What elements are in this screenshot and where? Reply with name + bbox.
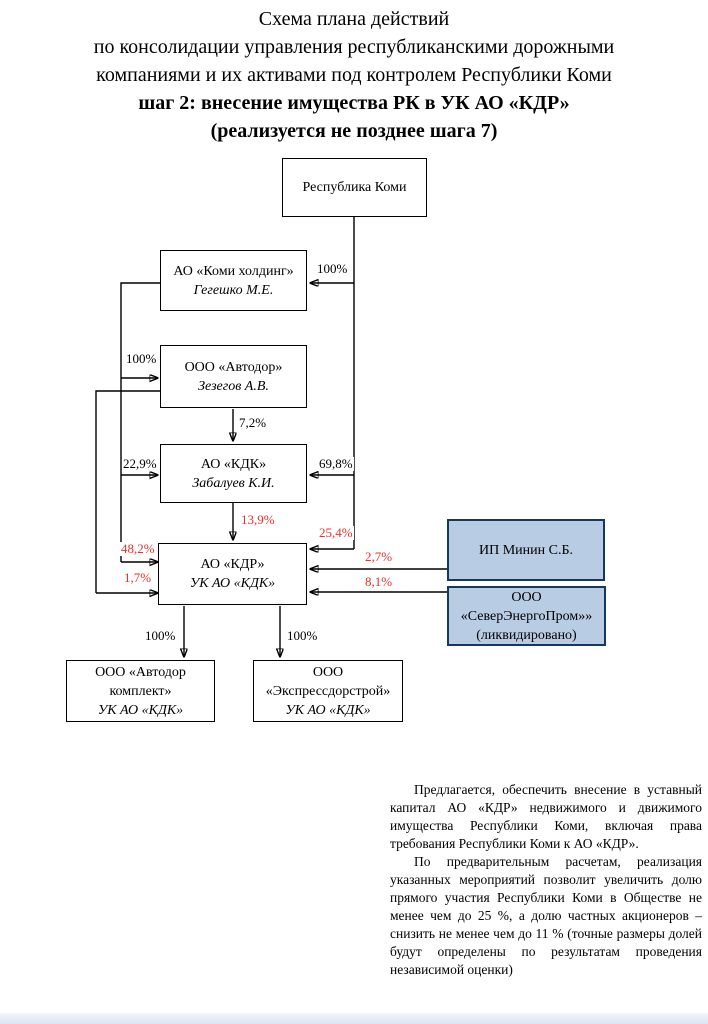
company-name: АО «КДР» <box>200 557 265 572</box>
company-name: ООО «СеверЭнергоПром»» <box>460 589 593 624</box>
company-name: АО «Коми холдинг» <box>173 263 294 279</box>
title-line-2: по консолидации управления республиканск… <box>93 36 615 58</box>
node-expressdorstroy: ООО «Экспрессдорстрой» УК АО «КДК» <box>253 660 403 722</box>
node-republic-komi: Республика Коми <box>282 158 427 217</box>
title-line-5: (реализуется не позднее шага 7) <box>210 120 498 142</box>
manager-name: Забалуев К.И. <box>192 475 275 491</box>
company-name: АО «КДК» <box>200 456 267 472</box>
node-avtodor-komplekt: ООО «Автодор комплект» УК АО «КДК» <box>66 660 215 722</box>
line-avtodor-trunk <box>95 390 160 593</box>
ownership-label-republic-kdk: 69,8% <box>318 456 354 471</box>
manager-name: УК АО «КДК» <box>189 576 276 591</box>
title-line-4: шаг 2: внесение имущества РК в УК АО «КД… <box>138 92 570 114</box>
node-ip-minin: ИП Минин С.Б. <box>447 519 605 581</box>
node-avtodor: ООО «Автодор» Зезегов А.В. <box>160 345 307 408</box>
node-komi-holding: АО «Коми холдинг» Гегешко М.Е. <box>160 250 307 311</box>
manager-name: УК АО «КДК» <box>285 702 371 718</box>
ownership-label-minin-kdr: 2,7% <box>364 549 394 564</box>
company-name: ООО «Автодор» <box>184 359 283 375</box>
footer-bar <box>0 1013 708 1024</box>
slide-title: Схема плана действий по консолидации упр… <box>0 5 708 145</box>
node-kdr: АО «КДР» УК АО «КДК» <box>158 543 307 605</box>
ownership-label-kdr-eds: 100% <box>286 628 319 643</box>
manager-name: Гегешко М.Е. <box>193 282 274 298</box>
ownership-label-kdk-kdr: 13,9% <box>240 512 276 527</box>
node-severenergoprom: ООО «СеверЭнергоПром»» (ликвидировано) <box>447 586 606 646</box>
ownership-label-holding-kdr: 48,2% <box>120 541 156 556</box>
ownership-label-avtodor-kdr: 1,7% <box>123 570 153 585</box>
ownership-label-kdr-komplekt: 100% <box>144 628 177 643</box>
company-name: ИП Минин С.Б. <box>478 542 573 558</box>
ownership-label-avtodor-kdk: 7,2% <box>238 415 268 430</box>
ownership-label-holding-avtodor: 100% <box>125 351 158 366</box>
ownership-label-sep-kdr: 8,1% <box>364 574 394 589</box>
liquidated-note: (ликвидировано) <box>476 627 577 643</box>
company-name: ООО «Автодор комплект» <box>95 664 186 699</box>
notes-block: Предлагается, обеспечить внесение в уста… <box>390 781 702 979</box>
node-kdk: АО «КДК» Забалуев К.И. <box>160 444 307 503</box>
company-name: Республика Коми <box>302 180 407 195</box>
line-holding-trunk <box>120 282 160 562</box>
title-line-3: компаниями и их активами под контролем Р… <box>96 64 612 86</box>
company-name: ООО «Экспрессдорстрой» <box>265 664 391 699</box>
ownership-label-republic-kdr: 25,4% <box>318 525 354 540</box>
manager-name: Зезегов А.В. <box>198 378 269 394</box>
title-line-1: Схема плана действий <box>258 8 450 30</box>
ownership-label-republic-holding: 100% <box>316 261 349 276</box>
notes-paragraph-2: По предварительным расчетам, реализация … <box>390 854 702 977</box>
notes-paragraph-1: Предлагается, обеспечить внесение в уста… <box>390 782 702 851</box>
manager-name: УК АО «КДК» <box>97 702 184 718</box>
ownership-label-holding-kdk: 22,9% <box>122 456 158 471</box>
